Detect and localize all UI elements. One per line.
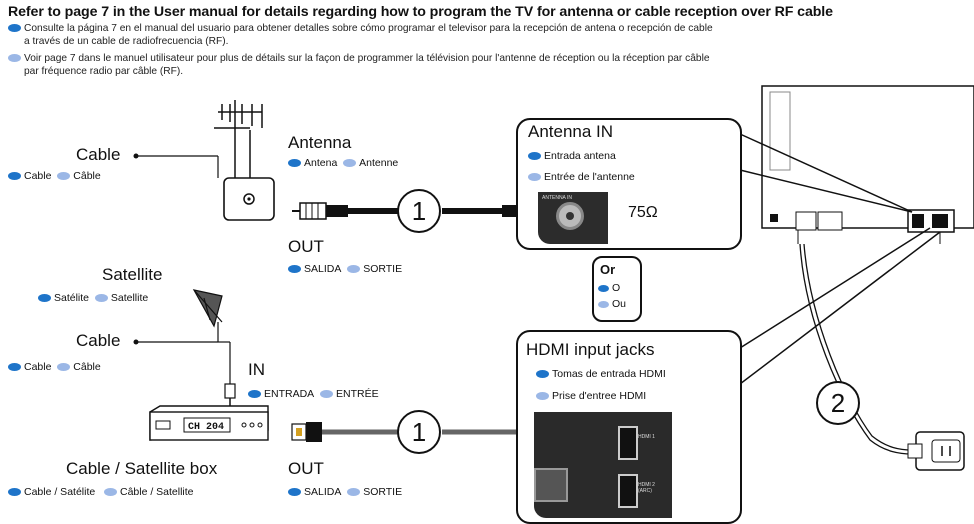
hdmi-callout: HDMI input jacks Tomas de entrada HDMI P…	[516, 330, 742, 524]
spanish-instruction-cont: a través de un cable de radiofrecuencia …	[24, 36, 229, 47]
antenna-port-photo: ANTENNA IN	[538, 192, 608, 244]
wall-outlet-icon	[223, 177, 275, 221]
step-1-bottom-badge: 1	[397, 410, 441, 454]
hdmi-port-1-icon	[618, 426, 638, 460]
ethernet-port-icon	[534, 468, 568, 502]
set-top-box-translations: Cable / Satélite Câble / Satellite	[8, 486, 194, 498]
french-instruction-cont: par fréquence radio par câble (RF).	[24, 66, 184, 77]
impedance-label: 75Ω	[628, 204, 658, 221]
satellite-cable-label: Cable	[76, 331, 121, 350]
step-1-top-badge: 1	[397, 189, 441, 233]
or-es: O	[598, 282, 620, 294]
antenna-out-translations: SALIDA SORTIE	[288, 263, 402, 275]
step-2-badge: 2	[816, 381, 860, 425]
hdmi-es: Tomas de entrada HDMI	[536, 368, 666, 380]
antenna-translations: Antena Antenne	[288, 157, 398, 169]
set-top-box-icon	[149, 405, 269, 441]
french-dot-icon	[8, 54, 21, 63]
satellite-translations: Satélite Satellite	[38, 292, 148, 304]
hdmi-ports-photo: HDMI 1 HDMI 2 (ARC)	[534, 412, 672, 518]
box-out-translations: SALIDA SORTIE	[288, 486, 402, 498]
french-instruction: Voir page 7 dans le manuel utilisateur p…	[8, 52, 710, 65]
tv-back-icon	[761, 85, 974, 244]
hdmi-port-2-icon	[618, 474, 638, 508]
satellite-label: Satellite	[102, 265, 163, 284]
box-in-label: IN	[248, 360, 265, 379]
box-in-translations: ENTRADA ENTRÉE	[248, 388, 379, 400]
antenna-out-label: OUT	[288, 237, 324, 256]
antenna-in-fr: Entrée de l'antenne	[528, 171, 635, 183]
power-outlet-icon	[907, 431, 965, 471]
spanish-instruction: Consulte la página 7 en el manual del us…	[8, 22, 713, 35]
box-display-text: CH 204	[188, 422, 224, 433]
cable-label: Cable	[76, 145, 121, 164]
satellite-cable-translations: Cable Câble	[8, 361, 101, 373]
hdmi-fr: Prise d'entree HDMI	[536, 390, 646, 402]
antenna-in-es: Entrada antena	[528, 150, 616, 162]
or-title: Or	[600, 262, 616, 277]
box-out-label: OUT	[288, 459, 324, 478]
antenna-label: Antenna	[288, 133, 352, 152]
spanish-dot-icon	[8, 24, 21, 33]
or-fr: Ou	[598, 298, 626, 310]
antenna-in-callout: Antenna IN Entrada antena Entrée de l'an…	[516, 118, 742, 250]
antenna-in-title: Antenna IN	[528, 122, 614, 141]
or-callout: Or O Ou	[592, 256, 642, 322]
instruction-title: Refer to page 7 in the User manual for d…	[8, 4, 833, 20]
set-top-box-label: Cable / Satellite box	[66, 459, 218, 478]
cable-translations: Cable Câble	[8, 170, 101, 182]
antenna-icon	[214, 100, 263, 178]
hdmi-title: HDMI input jacks	[526, 340, 655, 359]
satellite-dish-icon	[192, 289, 223, 328]
